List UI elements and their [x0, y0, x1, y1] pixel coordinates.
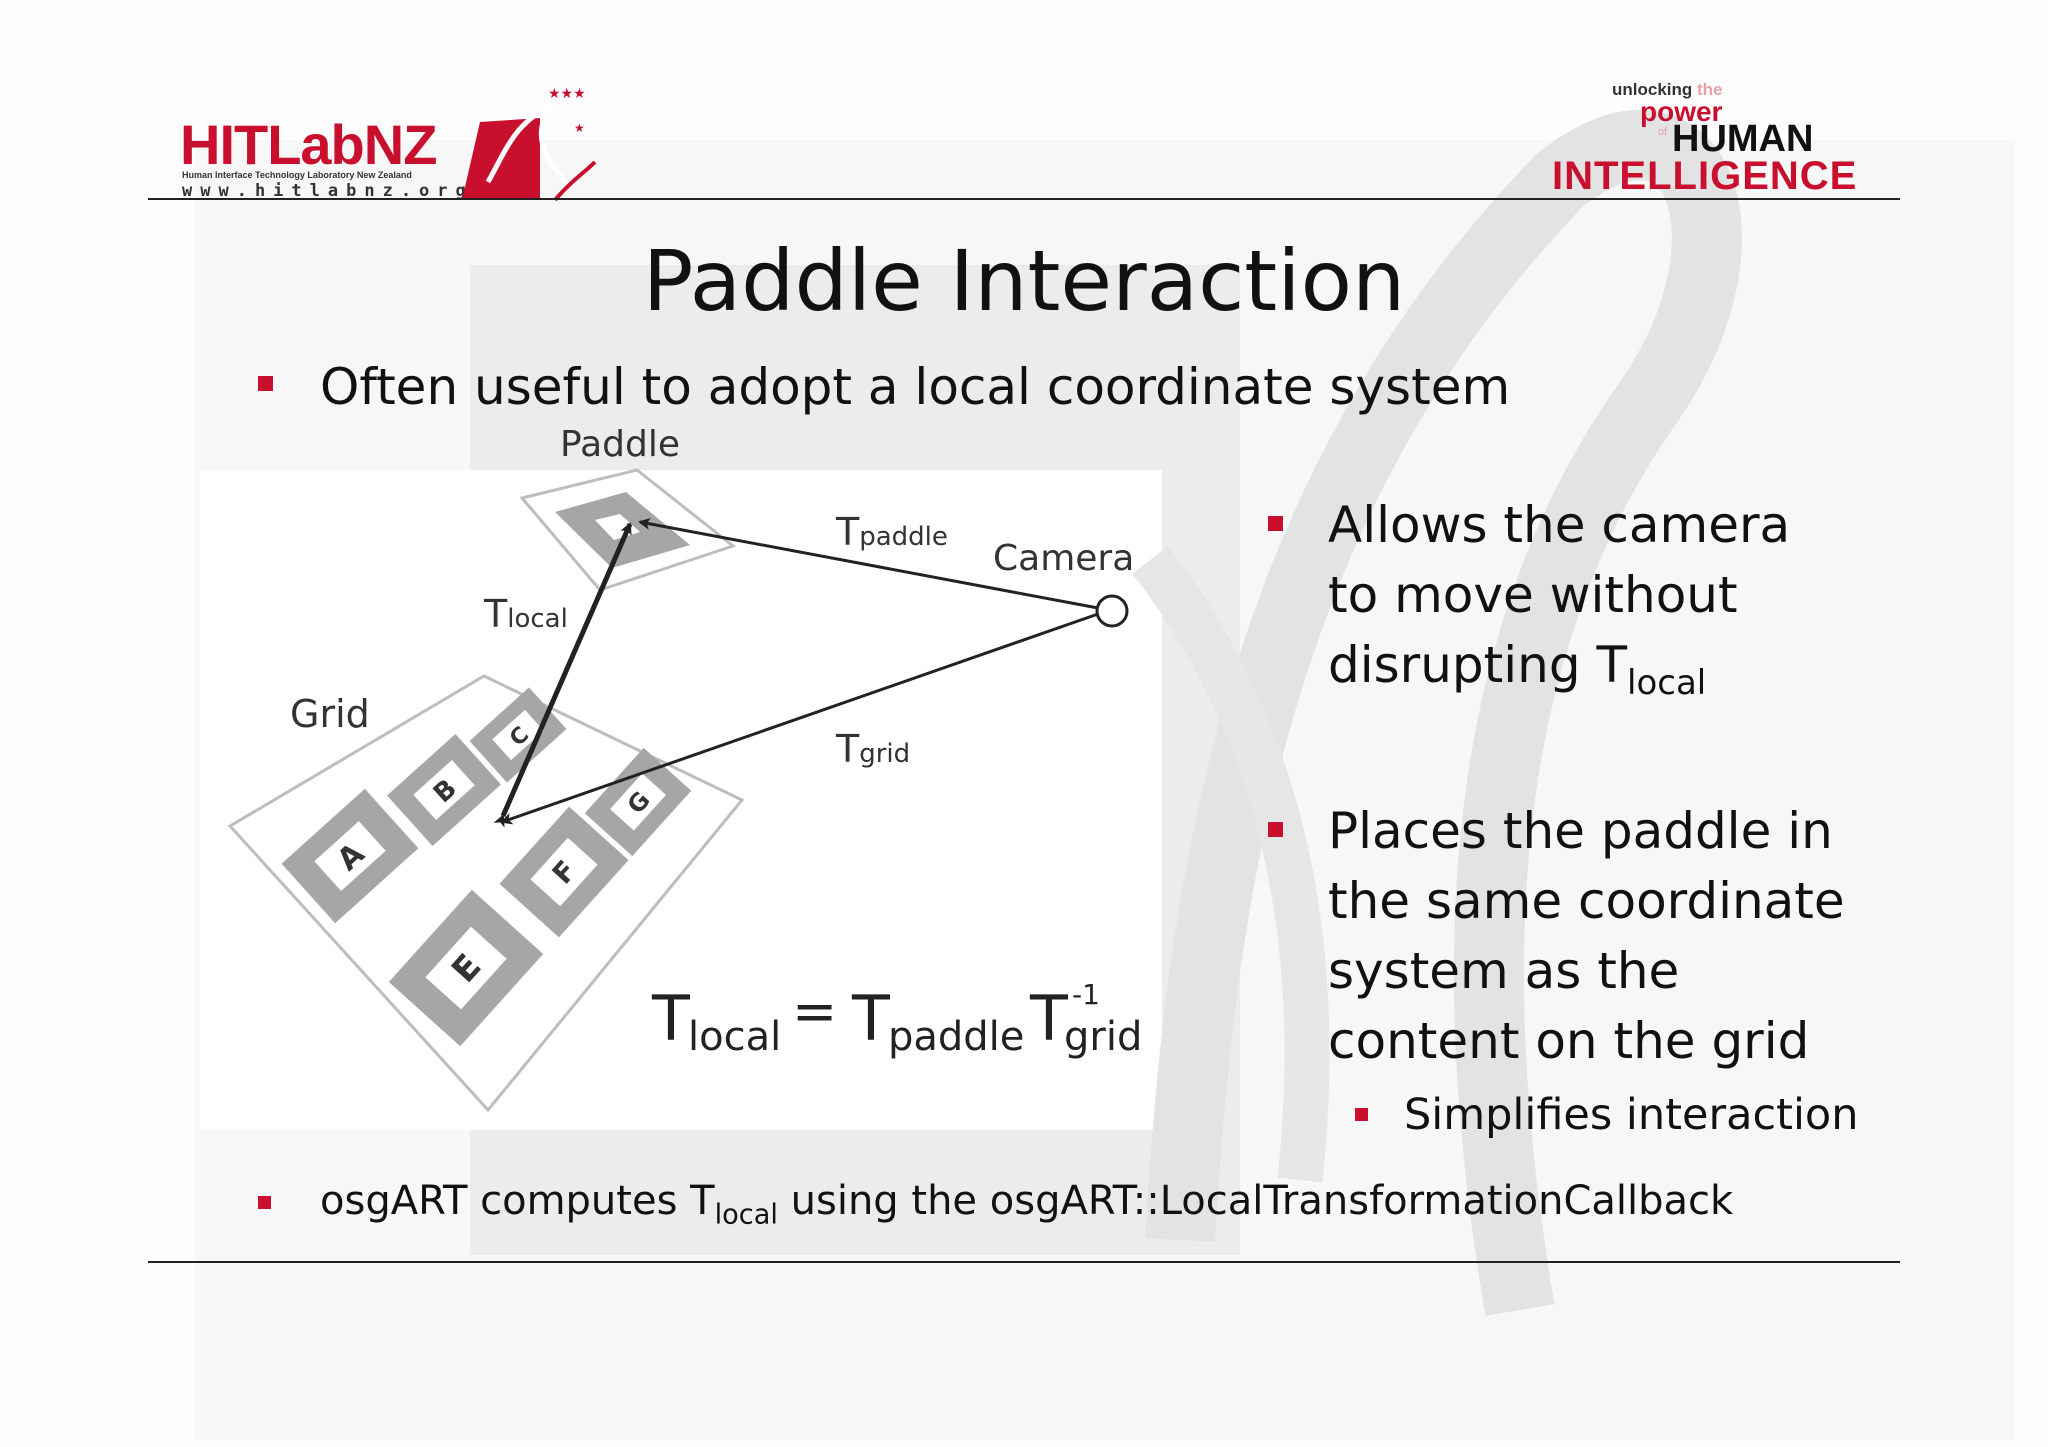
bullet-marker — [258, 1196, 271, 1209]
right-bullet-1-line: Allows the camera — [1328, 496, 1791, 554]
svg-text:-1: -1 — [1072, 978, 1100, 1011]
svg-text:grid: grid — [1064, 1014, 1142, 1060]
logo-right-line3: HUMAN — [1672, 118, 1814, 160]
logo-left-url: www.hitlabnz.org — [182, 181, 474, 201]
right-bullet-1: Allows the camera to move without disrup… — [1328, 490, 1790, 700]
logo-right-line2: power — [1640, 96, 1723, 127]
tlocal-arrow — [493, 522, 633, 828]
svg-text:T: T — [1029, 982, 1069, 1055]
tpaddle-arrow — [638, 517, 1099, 610]
bullet-marker — [258, 376, 273, 391]
svg-text:local: local — [688, 1014, 781, 1060]
svg-text:★: ★ — [574, 121, 585, 135]
bullet-marker — [1268, 516, 1283, 531]
tgrid-arrow — [500, 612, 1099, 825]
svg-text:=: = — [792, 980, 837, 1043]
label-tgrid: Tgrid — [835, 727, 910, 771]
background-swirl-2 — [1132, 546, 1330, 1183]
unlocking-human-intelligence-logo: unlocking the power of HUMAN INTELLIGENC… — [1540, 80, 1900, 200]
hitlabnz-logo: HITLabNZ Human Interface Technology Labo… — [180, 82, 600, 202]
svg-text:★★★: ★★★ — [548, 86, 586, 102]
camera-node — [1095, 594, 1129, 628]
bullet-text-1: Often useful to adopt a local coordinate… — [320, 358, 1511, 416]
logo-right-line4: INTELLIGENCE — [1552, 154, 1858, 198]
svg-text:T: T — [851, 982, 891, 1055]
label-tlocal: Tlocal — [483, 592, 568, 636]
logo-right-line1-faded: the — [1697, 80, 1723, 99]
label-grid: Grid — [290, 692, 370, 736]
logo-left-subline: Human Interface Technology Laboratory Ne… — [182, 170, 412, 180]
grid-marker-a: A — [281, 788, 419, 924]
right-bullet-2-line: system as the — [1328, 942, 1680, 1000]
bullet-text-bottom: osgART computes Tlocal using the osgART:… — [320, 1178, 1734, 1231]
grid-marker-f: F — [499, 806, 629, 938]
sub-bullet-text: Simplifies interaction — [1404, 1090, 1859, 1140]
page-title: Paddle Interaction — [642, 232, 1406, 330]
right-bullet-2: Places the paddle in the same coordinate… — [1328, 796, 1845, 1076]
grid-marker-b: B — [387, 733, 501, 847]
right-bullet-1-line: to move without — [1328, 566, 1738, 624]
logo-bird-icon: ★★★ ★ — [462, 86, 597, 202]
logo-right-line1: unlocking — [1612, 80, 1693, 99]
right-bullet-1-line: disrupting Tlocal — [1328, 636, 1707, 703]
bullet-marker — [1268, 822, 1283, 837]
logo-left-text: HITLabNZ — [180, 113, 437, 176]
svg-text:T: T — [651, 982, 691, 1055]
grid-marker-e: E — [388, 889, 544, 1047]
label-paddle: Paddle — [560, 424, 680, 465]
logo-right-small: of — [1658, 126, 1668, 138]
right-bullet-2-line: content on the grid — [1328, 1012, 1810, 1070]
header-rule — [148, 198, 1900, 200]
right-bullet-2-line: the same coordinate — [1328, 872, 1845, 930]
equation: T local = T paddle T -1 grid — [651, 978, 1142, 1060]
footer-rule — [148, 1261, 1900, 1263]
label-tpaddle: Tpaddle — [835, 510, 948, 554]
label-camera: Camera — [993, 538, 1134, 579]
svg-text:paddle: paddle — [888, 1014, 1024, 1060]
sub-bullet-marker — [1355, 1108, 1368, 1121]
right-bullet-2-line: Places the paddle in — [1328, 802, 1833, 860]
